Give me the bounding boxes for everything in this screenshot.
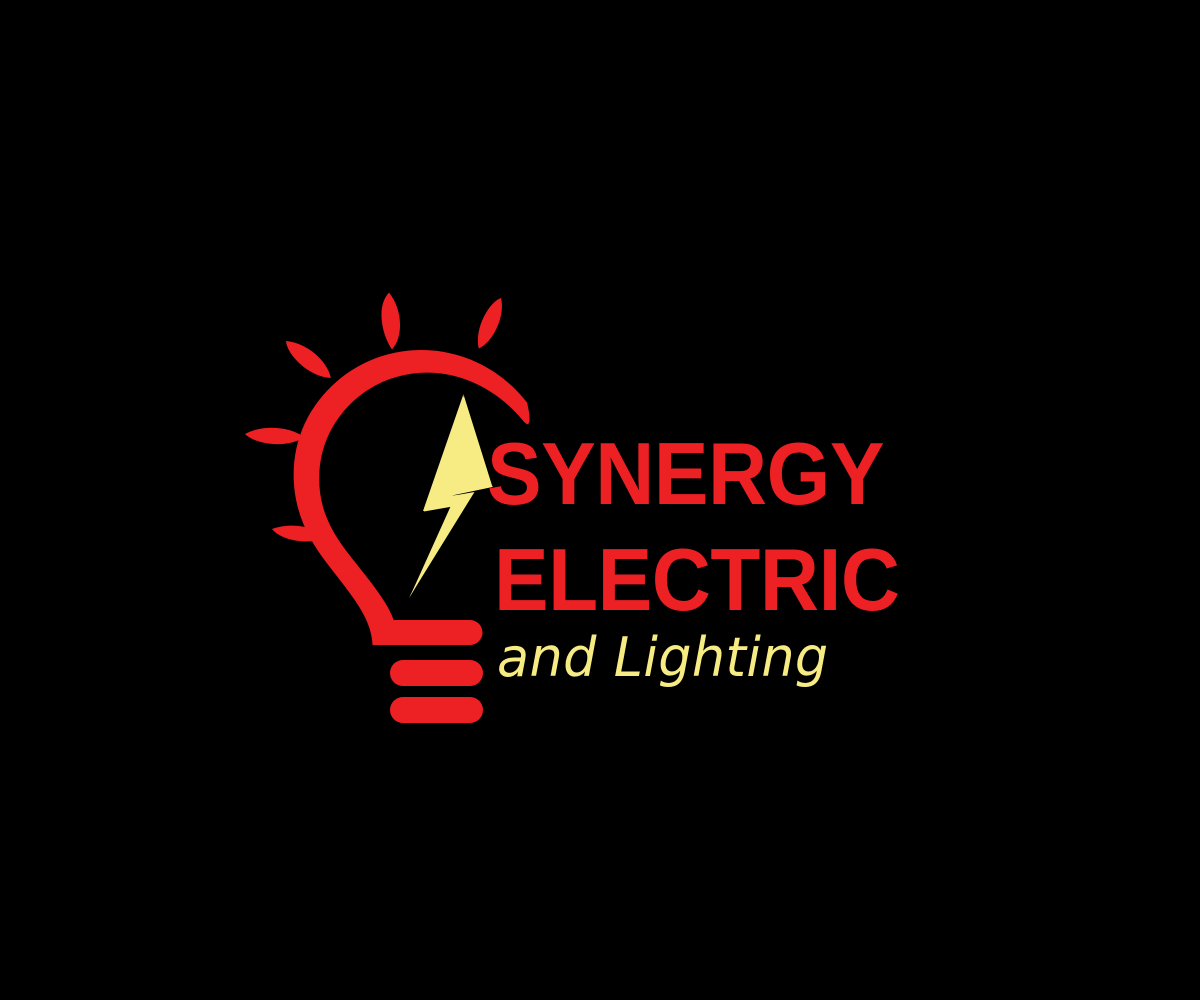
light-ray-icon-top-right [477, 298, 502, 349]
bulb-base-group [372, 620, 483, 723]
bulb-base-bar-icon-3 [390, 697, 483, 723]
bulb-base-bar-icon-1 [372, 620, 483, 645]
light-ray-icon-top-left [381, 292, 401, 350]
bulb-crescent-outline [293, 349, 530, 645]
light-ray-icon-upper-left [286, 341, 331, 378]
light-ray-icon-left [245, 427, 305, 445]
lightbulb-icon [293, 349, 530, 645]
bulb-base-bar-icon-2 [390, 660, 483, 686]
lightning-bolt-shape-outline [409, 394, 493, 598]
lightning-bolt-icon [409, 394, 493, 598]
